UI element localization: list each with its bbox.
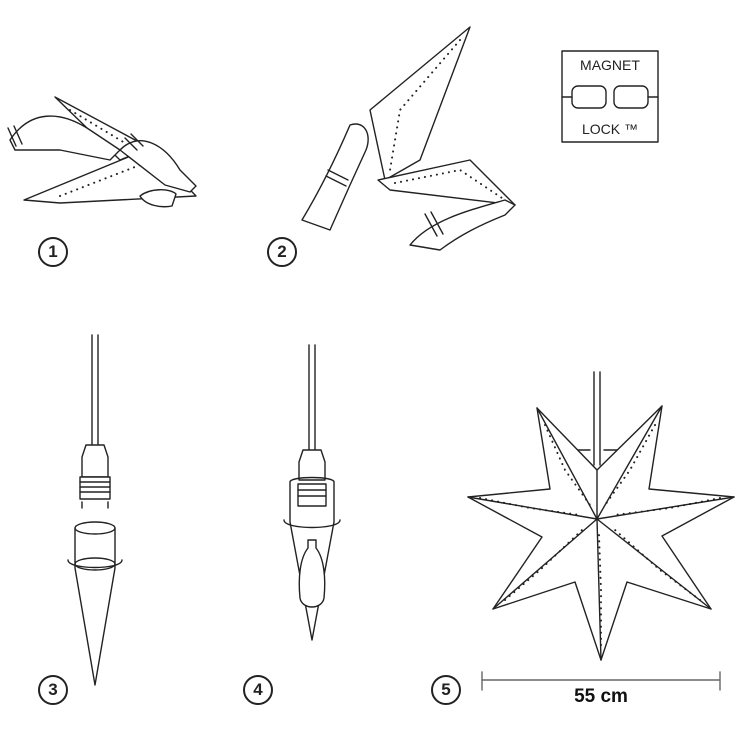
step-number-5: 5 (431, 675, 461, 705)
step-number-2: 2 (267, 237, 297, 267)
step5-star-illustration (467, 371, 735, 661)
lock-label: LOCK ™ (581, 121, 638, 137)
step1-illustration (7, 96, 197, 208)
magnet-label: MAGNET (580, 57, 640, 73)
dimension-label: 55 cm (574, 686, 628, 707)
step-number-1: 1 (38, 237, 68, 267)
magnet-lock-box (561, 50, 659, 143)
step2-illustration (301, 26, 516, 251)
step3-illustration (67, 334, 123, 686)
step-number-4: 4 (243, 675, 273, 705)
dimension-line (481, 671, 721, 691)
step4-illustration (283, 344, 341, 641)
step-number-3: 3 (38, 675, 68, 705)
